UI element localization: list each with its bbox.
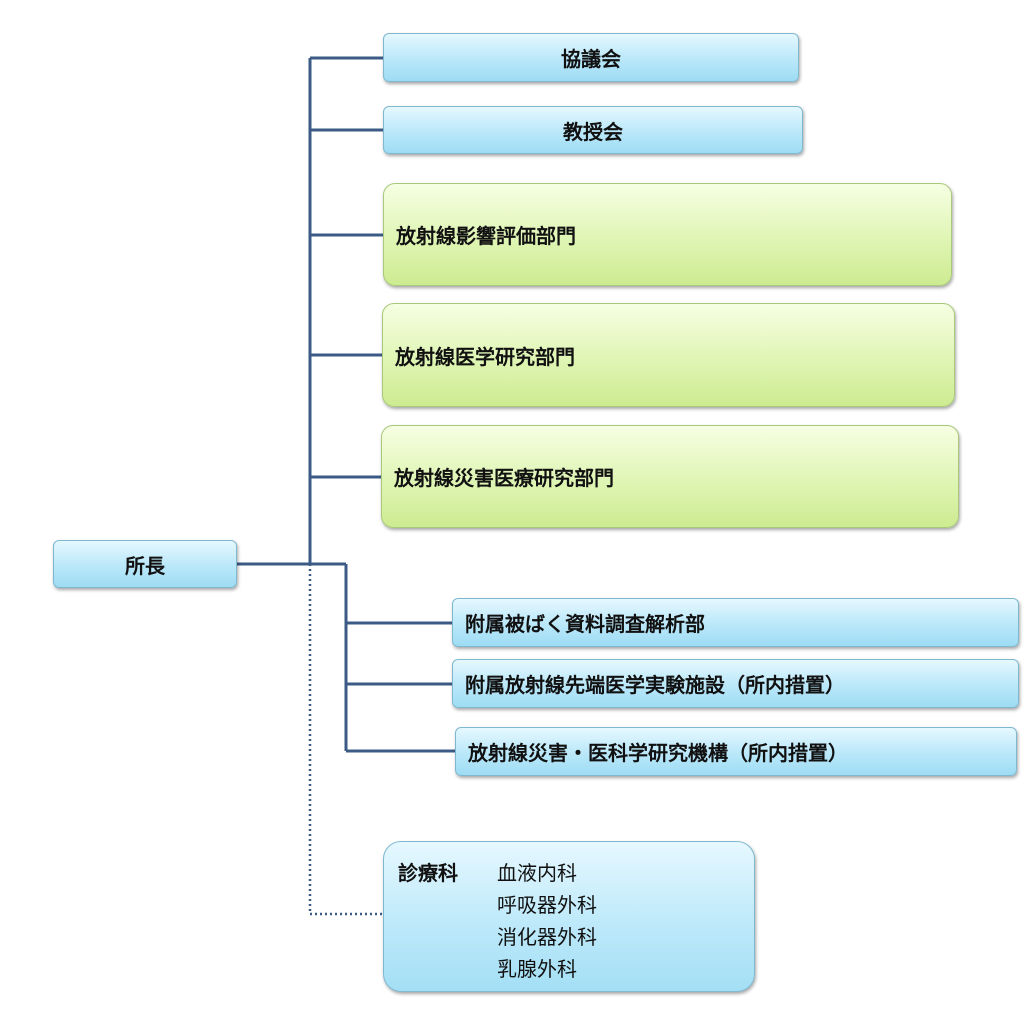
clinic-department: 乳腺外科	[497, 957, 577, 981]
solid-connectors	[237, 56, 455, 753]
division-box-1: 放射線影響評価部門	[383, 183, 952, 286]
attached-label: 附属被ばく資料調査解析部	[465, 612, 705, 636]
division-label: 放射線災害医療研究部門	[394, 466, 614, 490]
attached-box-3: 放射線災害・医科学研究機構（所内措置）	[455, 727, 1017, 776]
clinic-box: 診療科 血液内科 呼吸器外科 消化器外科 乳腺外科	[383, 841, 755, 992]
head-label: 所長	[125, 553, 165, 578]
committee-label: 協議会	[561, 47, 621, 71]
committee-label: 教授会	[563, 119, 623, 144]
attached-label: 附属放射線先端医学実験施設（所内措置）	[465, 673, 845, 697]
attached-box-2: 附属放射線先端医学実験施設（所内措置）	[452, 659, 1019, 708]
committee-box-kyojukai: 教授会	[383, 106, 803, 154]
attached-box-1: 附属被ばく資料調査解析部	[452, 598, 1019, 647]
dotted-connector	[308, 564, 383, 916]
clinic-title: 診療科	[398, 861, 458, 885]
clinic-department-list: 血液内科 呼吸器外科 消化器外科 乳腺外科	[497, 857, 597, 985]
clinic-department: 呼吸器外科	[497, 893, 597, 917]
division-box-2: 放射線医学研究部門	[382, 303, 955, 407]
clinic-department: 消化器外科	[497, 925, 597, 949]
head-box: 所長	[53, 540, 237, 588]
clinic-department: 血液内科	[497, 861, 577, 885]
division-label: 放射線影響評価部門	[396, 224, 576, 248]
division-label: 放射線医学研究部門	[395, 344, 575, 369]
committee-box-kyogikai: 協議会	[383, 33, 799, 82]
attached-label: 放射線災害・医科学研究機構（所内措置）	[468, 741, 848, 765]
division-box-3: 放射線災害医療研究部門	[381, 425, 959, 528]
